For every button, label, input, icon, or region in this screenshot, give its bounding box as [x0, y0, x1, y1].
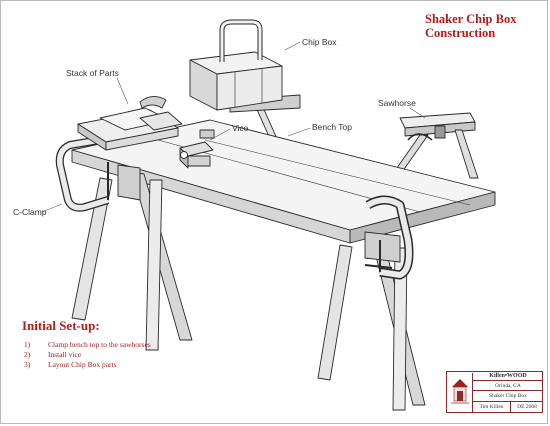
- label-chip-box: Chip Box: [302, 37, 337, 47]
- step-number: 3): [24, 360, 31, 369]
- label-vice: Vice: [232, 123, 249, 133]
- setup-step: 2) Install vice: [24, 350, 151, 360]
- title-block-date: DE 2008: [517, 404, 537, 410]
- chip-box: [189, 19, 283, 111]
- label-c-clamp: C-Clamp: [13, 207, 47, 217]
- label-sawhorse: Sawhorse: [378, 98, 416, 108]
- c-clamp-left: [55, 136, 110, 212]
- step-number: 2): [24, 350, 31, 359]
- label-bench-top: Bench Top: [312, 122, 352, 132]
- company-logo-icon: [451, 373, 473, 412]
- leader-lines: [41, 41, 426, 213]
- title-block: Killen•WOOD Orinda, CA Shaker Chip Box T…: [446, 371, 543, 413]
- c-clamp-right: [364, 195, 414, 280]
- step-number: 1): [24, 340, 31, 349]
- title-line-1: Shaker Chip Box: [425, 12, 517, 26]
- setup-heading: Initial Set-up:: [22, 318, 100, 333]
- stack-of-parts: [77, 96, 183, 151]
- step-text: Install vice: [48, 350, 82, 359]
- setup-step: 3) Layout Chip Box parts: [24, 360, 151, 370]
- title-block-author: Tim Killen: [473, 402, 511, 413]
- title-block-location: Orinda, CA: [473, 381, 543, 391]
- sawhorse-right: [391, 112, 479, 179]
- setup-step: 1) Clamp bench top to the sawhorses: [24, 340, 151, 350]
- step-text: Layout Chip Box parts: [48, 360, 117, 369]
- title-block-company: Killen•WOOD: [473, 372, 543, 381]
- sawhorse-left: [71, 164, 193, 351]
- setup-steps: 1) Clamp bench top to the sawhorses 2) I…: [24, 340, 151, 370]
- title-line-2: Construction: [425, 26, 496, 40]
- step-text: Clamp bench top to the sawhorses: [48, 340, 151, 349]
- sawhorse-front-right: [317, 231, 426, 411]
- vice: [179, 129, 215, 169]
- title-block-project: Shaker Chip Box: [473, 391, 543, 402]
- label-stack-of-parts: Stack of Parts: [66, 68, 119, 78]
